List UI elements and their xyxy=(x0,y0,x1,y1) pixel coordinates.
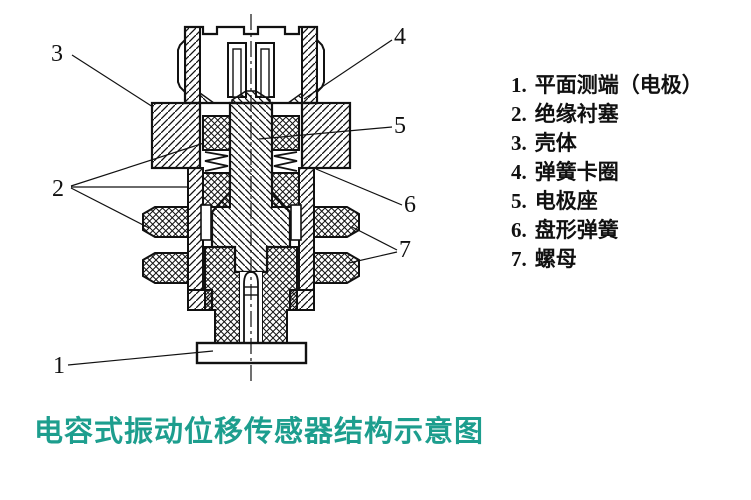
leader-2c xyxy=(70,187,150,229)
nut-lower-right xyxy=(313,252,360,284)
legend-item-label: 壳体 xyxy=(534,131,577,155)
connector-tab-left xyxy=(177,37,186,95)
parts-legend: 1. 平面测端（电极） 2. 绝缘衬塞 3. 壳体 4. 弹簧卡圈 5. 电极座… xyxy=(511,71,703,274)
legend-item-3: 3. 壳体 xyxy=(511,129,703,158)
insulator-neck-right xyxy=(261,246,298,344)
leader-lines xyxy=(67,39,403,366)
leader-7b xyxy=(348,251,398,264)
leader-7a xyxy=(351,226,398,251)
legend-item-1: 1. 平面测端（电极） xyxy=(511,71,703,100)
pin-body xyxy=(243,271,259,344)
legend-item-number: 3. xyxy=(511,131,527,155)
leader-1 xyxy=(67,350,214,366)
housing-flange xyxy=(150,101,352,170)
leader-5 xyxy=(258,126,393,140)
relief-slot-right xyxy=(290,204,302,241)
figure-title: 电容式振动位移传感器结构示意图 xyxy=(34,416,485,448)
leader-6 xyxy=(315,168,403,206)
contact-prong-right-slot xyxy=(260,48,270,98)
insulators-and-springs xyxy=(200,115,302,344)
callout-5: 5 xyxy=(394,113,406,139)
legend-item-number: 1. xyxy=(511,73,527,97)
leader-2a xyxy=(70,142,205,187)
insulator-neck-left xyxy=(204,246,241,344)
leader-4 xyxy=(303,39,393,100)
leader-3 xyxy=(71,54,154,108)
callout-4: 4 xyxy=(394,24,406,50)
callout-6: 6 xyxy=(404,192,416,218)
callout-2: 2 xyxy=(52,176,64,202)
legend-item-label: 弹簧卡圈 xyxy=(534,160,619,184)
callout-7: 7 xyxy=(399,237,411,263)
legend-item-2: 2. 绝缘衬塞 xyxy=(511,100,703,129)
callout-numbers: 3 4 5 2 6 7 1 xyxy=(51,24,416,379)
sensor-cross-section-diagram: 3 4 5 2 6 7 1 xyxy=(51,14,416,385)
legend-item-number: 6. xyxy=(511,218,527,242)
legend-item-label: 平面测端（电极） xyxy=(534,73,703,97)
legend-item-label: 盘形弹簧 xyxy=(534,218,619,242)
nut-upper-right xyxy=(313,206,360,238)
callout-1: 1 xyxy=(53,353,65,379)
legend-item-7: 7. 螺母 xyxy=(511,245,703,274)
contact-prong-left-slot xyxy=(232,48,242,98)
insulator-upper-right xyxy=(271,115,300,151)
legend-item-number: 4. xyxy=(511,160,527,184)
nuts xyxy=(142,206,360,284)
legend-item-label: 绝缘衬塞 xyxy=(534,102,619,126)
legend-item-number: 5. xyxy=(511,189,527,213)
legend-item-number: 7. xyxy=(511,247,527,271)
insulator-upper-left xyxy=(202,115,231,151)
insulator-lower-left xyxy=(202,172,231,208)
connector-tab-right xyxy=(316,37,325,95)
flange-block-right xyxy=(300,101,352,170)
measuring-pin xyxy=(240,271,262,344)
top-connector xyxy=(177,25,325,105)
legend-item-6: 6. 盘形弹簧 xyxy=(511,216,703,245)
legend-item-4: 4. 弹簧卡圈 xyxy=(511,158,703,187)
callout-3: 3 xyxy=(51,41,63,67)
disc-spring-right xyxy=(272,149,299,174)
legend-item-label: 电极座 xyxy=(534,189,598,213)
nut-upper-left xyxy=(142,206,189,238)
flange-block-left xyxy=(150,101,202,170)
relief-slot-left xyxy=(200,204,212,241)
legend-item-5: 5. 电极座 xyxy=(511,187,703,216)
connector-wall-left xyxy=(184,26,201,104)
legend-item-number: 2. xyxy=(511,102,527,126)
nut-lower-left xyxy=(142,252,189,284)
disc-spring-left xyxy=(203,149,230,174)
insulator-lower-right xyxy=(271,172,300,208)
legend-item-label: 螺母 xyxy=(534,247,577,271)
